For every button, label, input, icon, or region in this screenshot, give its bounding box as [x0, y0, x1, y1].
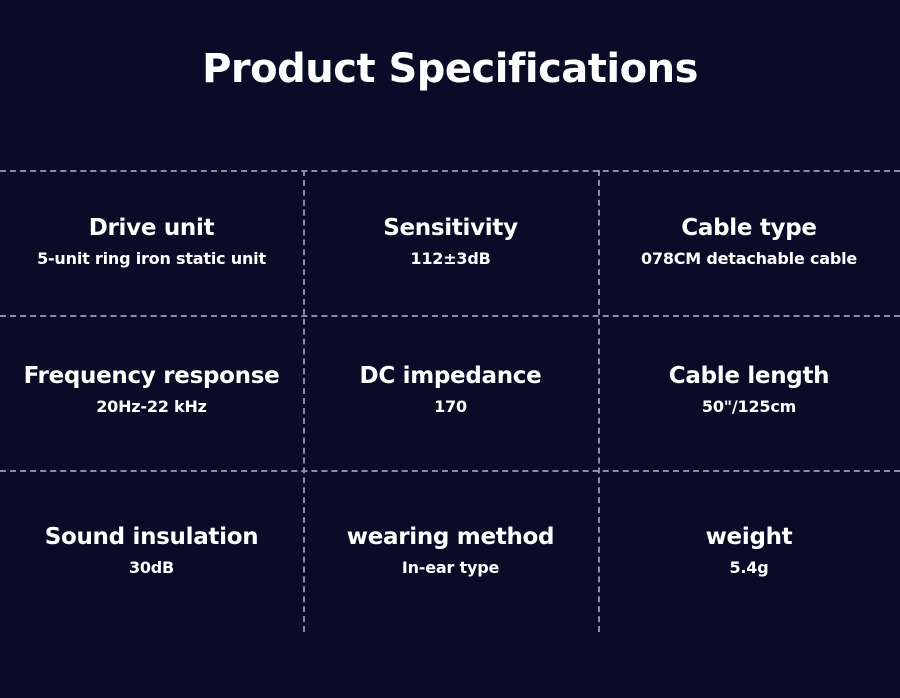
spec-label: Cable type — [681, 215, 817, 241]
divider — [598, 170, 600, 632]
spec-cell: Sound insulation 30dB — [0, 524, 303, 577]
spec-value: 112±3dB — [410, 249, 491, 268]
spec-value: In-ear type — [401, 558, 500, 577]
spec-cell: Frequency response 20Hz-22 kHz — [0, 363, 303, 416]
spec-label: Drive unit — [88, 215, 215, 241]
spec-label: Frequency response — [23, 363, 280, 389]
divider — [0, 315, 900, 317]
spec-value: 5.4g — [729, 558, 769, 577]
spec-cell: Drive unit 5-unit ring iron static unit — [0, 215, 303, 268]
spec-label: weight — [705, 524, 793, 550]
divider — [0, 470, 900, 472]
spec-value: 5-unit ring iron static unit — [37, 249, 266, 268]
spec-label: Cable length — [668, 363, 830, 389]
divider — [0, 170, 900, 172]
spec-label: Sound insulation — [44, 524, 259, 550]
spec-label: Sensitivity — [383, 215, 518, 241]
spec-cell: DC impedance 170 — [303, 363, 598, 416]
page-title: Product Specifications — [202, 46, 698, 92]
spec-cell: weight 5.4g — [598, 524, 900, 577]
spec-value: 20Hz-22 kHz — [96, 397, 207, 416]
spec-value: 50"/125cm — [701, 397, 797, 416]
spec-value: 078CM detachable cable — [640, 249, 858, 268]
spec-cell: Cable type 078CM detachable cable — [598, 215, 900, 268]
spec-cell: Sensitivity 112±3dB — [303, 215, 598, 268]
spec-cell: Cable length 50"/125cm — [598, 363, 900, 416]
spec-value: 170 — [434, 397, 467, 416]
divider — [303, 170, 305, 632]
spec-label: wearing method — [346, 524, 555, 550]
spec-label: DC impedance — [359, 363, 542, 389]
spec-value: 30dB — [128, 558, 175, 577]
